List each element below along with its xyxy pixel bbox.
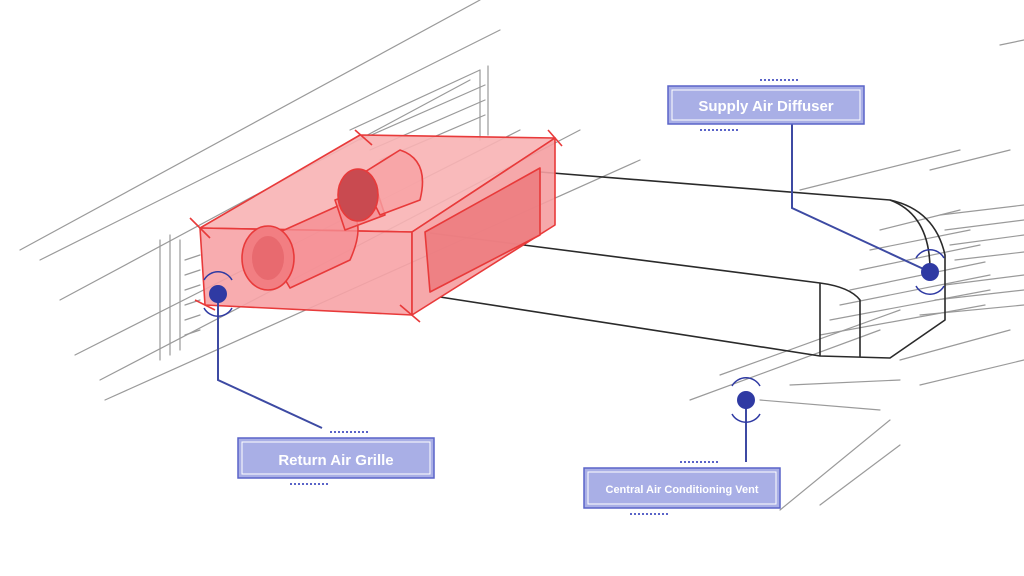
return-air-grille-text: Return Air Grille [278,452,393,469]
central-ac-vent-text: Central Air Conditioning Vent [606,484,759,496]
return-air-callout-line [217,294,323,429]
return-air-marker [203,271,233,317]
supply-air-diffuser-text: Supply Air Diffuser [698,98,833,115]
callout-lines [217,124,931,462]
central-ac-vent-label: Central Air Conditioning Vent [583,461,781,515]
return-air-grille-label: Return Air Grille [237,431,435,485]
fan-coil-unit [189,129,563,323]
ceiling-sketch-lines [19,0,1024,511]
supply-air-diffuser-label: Supply Air Diffuser [667,79,865,131]
supply-air-callout-line [791,124,931,273]
central-vent-marker [731,377,761,423]
supply-duct [429,171,946,359]
supply-air-marker [915,249,945,295]
